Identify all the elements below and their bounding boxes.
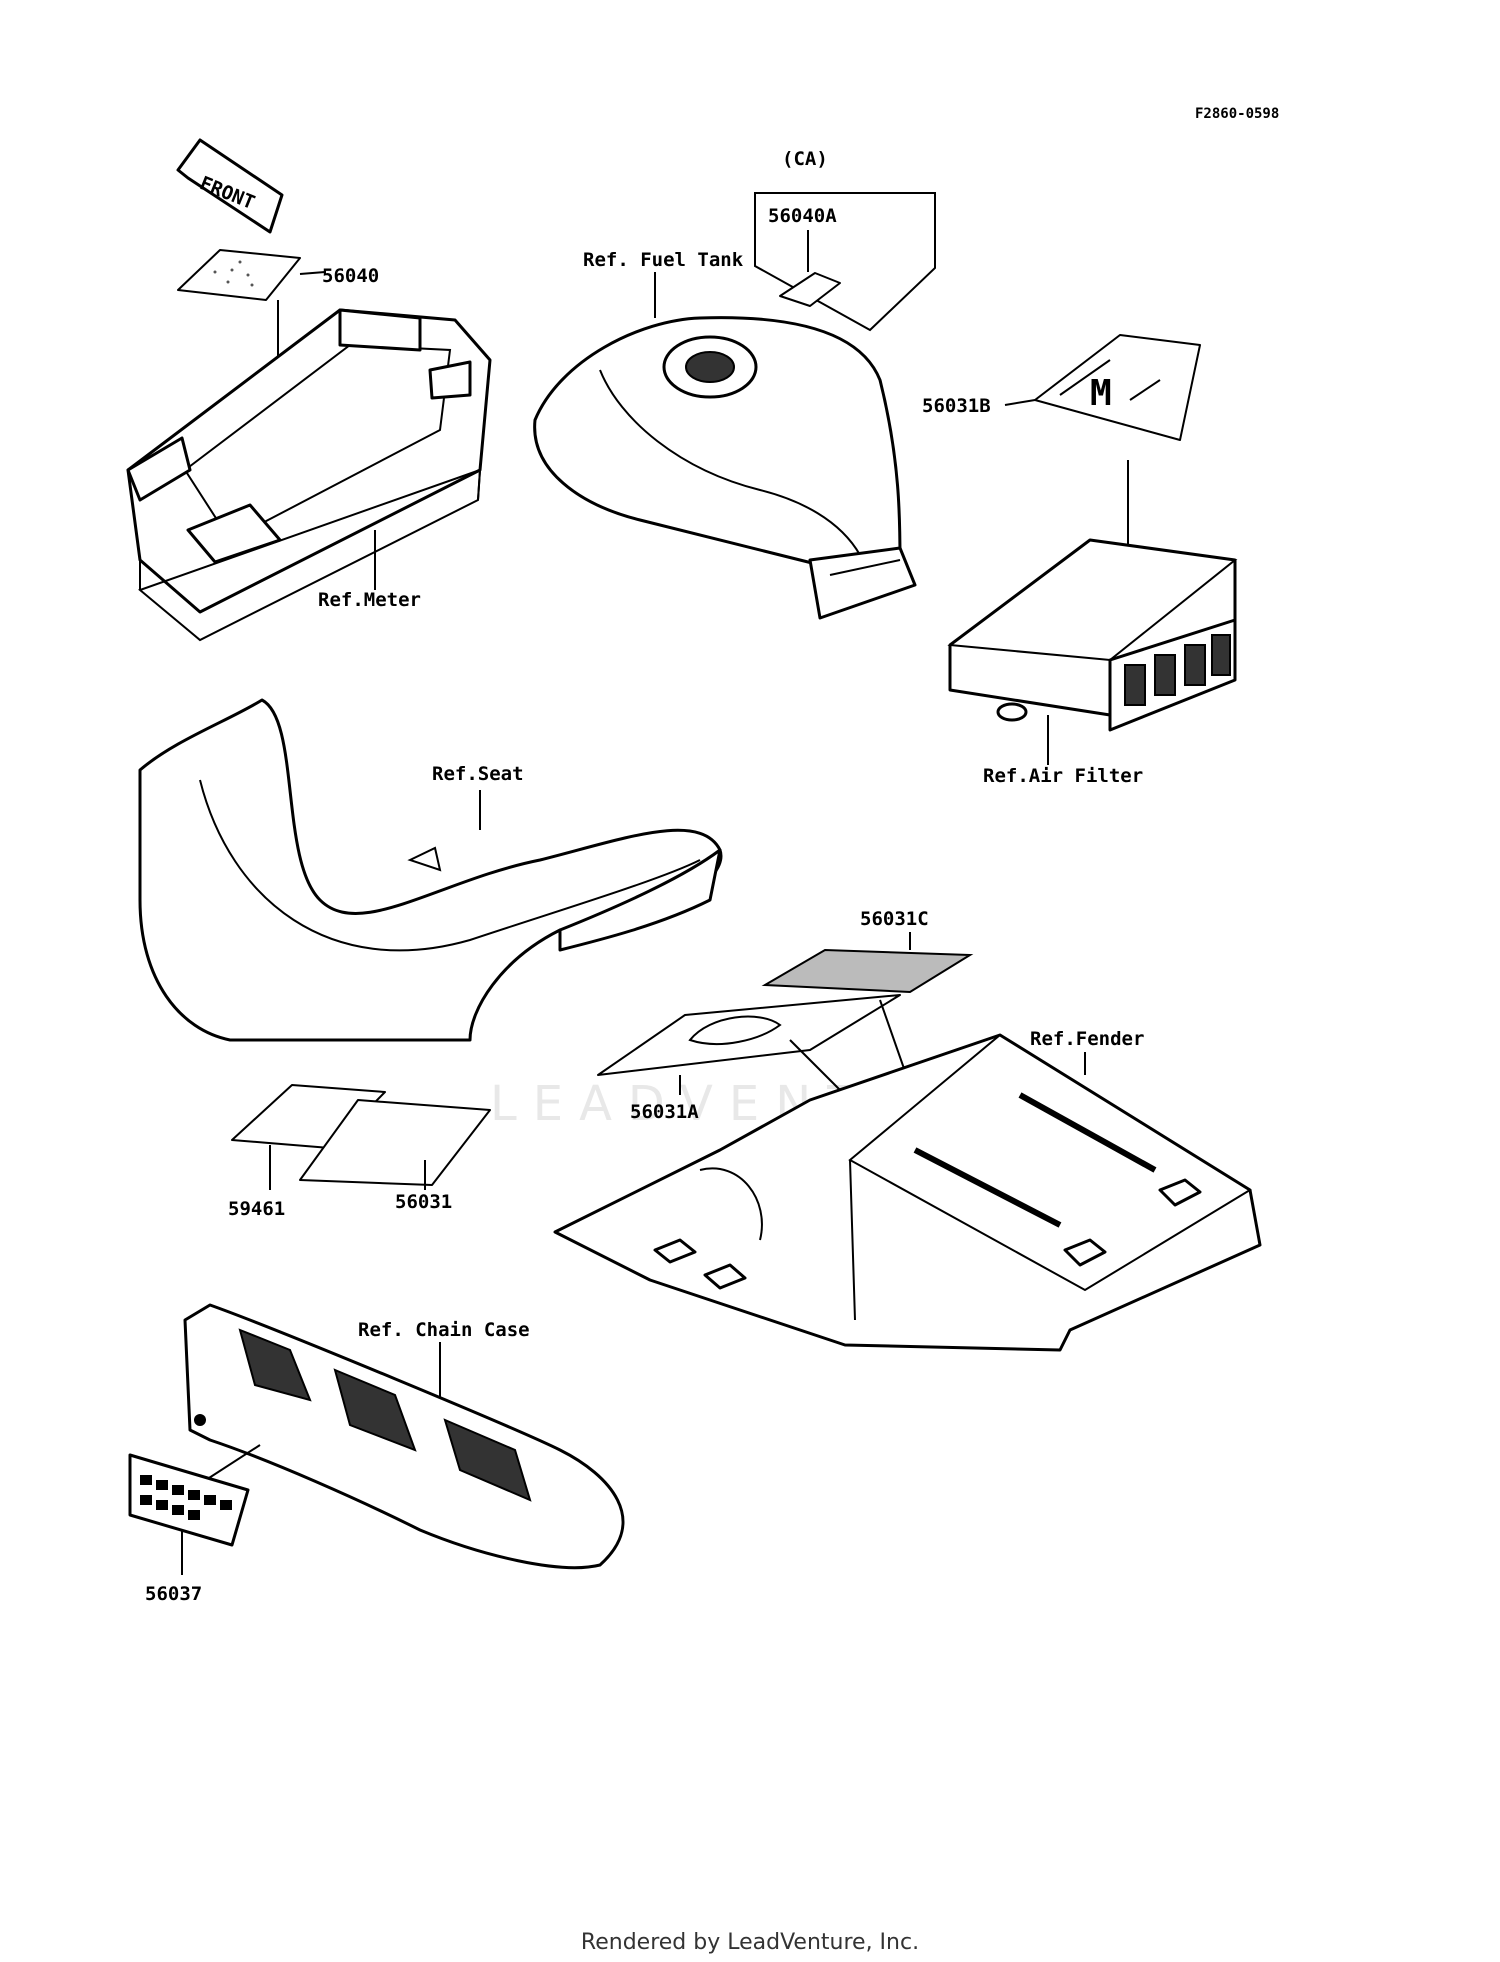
label-56031A: 56031A [630, 1101, 699, 1123]
chain-case [183, 1303, 625, 1570]
footer-credit: Rendered by LeadVenture, Inc. [580, 1930, 920, 1955]
region-tag-ca: (CA) [782, 148, 828, 170]
ca-box [754, 192, 936, 332]
decal-59461[interactable] [231, 1084, 386, 1149]
label-ref-air-filter: Ref.Air Filter [983, 765, 1143, 787]
decal-56031A[interactable] [597, 994, 901, 1076]
svg-text:M: M [1090, 373, 1112, 414]
label-ref-chain-case: Ref. Chain Case [358, 1319, 530, 1341]
label-ref-fender: Ref.Fender [1030, 1028, 1144, 1050]
decal-56031C[interactable] [761, 948, 974, 994]
decal-56031[interactable] [299, 1099, 491, 1186]
drawing-id: F2860-0598 [1195, 106, 1279, 122]
label-56031: 56031 [395, 1191, 452, 1213]
label-59461: 59461 [228, 1198, 285, 1220]
label-ref-meter: Ref.Meter [318, 589, 421, 611]
label-ref-seat: Ref.Seat [432, 763, 524, 785]
label-56031B: 56031B [922, 395, 991, 417]
meter-housing [126, 308, 492, 642]
decal-56031B[interactable]: M [1034, 334, 1201, 441]
fuel-tank [533, 316, 917, 620]
label-56031C: 56031C [860, 908, 929, 930]
label-56040A: 56040A [768, 205, 837, 227]
rear-fender [553, 1033, 1262, 1352]
decal-56040[interactable] [177, 249, 301, 301]
front-arrow-icon: FRONT [176, 138, 284, 234]
seat [138, 698, 723, 1042]
decal-56037[interactable] [128, 1453, 250, 1547]
label-ref-fuel-tank: Ref. Fuel Tank [583, 249, 744, 271]
air-filter-box [947, 538, 1238, 732]
label-56037: 56037 [145, 1583, 202, 1605]
label-56040: 56040 [322, 265, 379, 287]
decal-56040A[interactable] [779, 272, 841, 307]
